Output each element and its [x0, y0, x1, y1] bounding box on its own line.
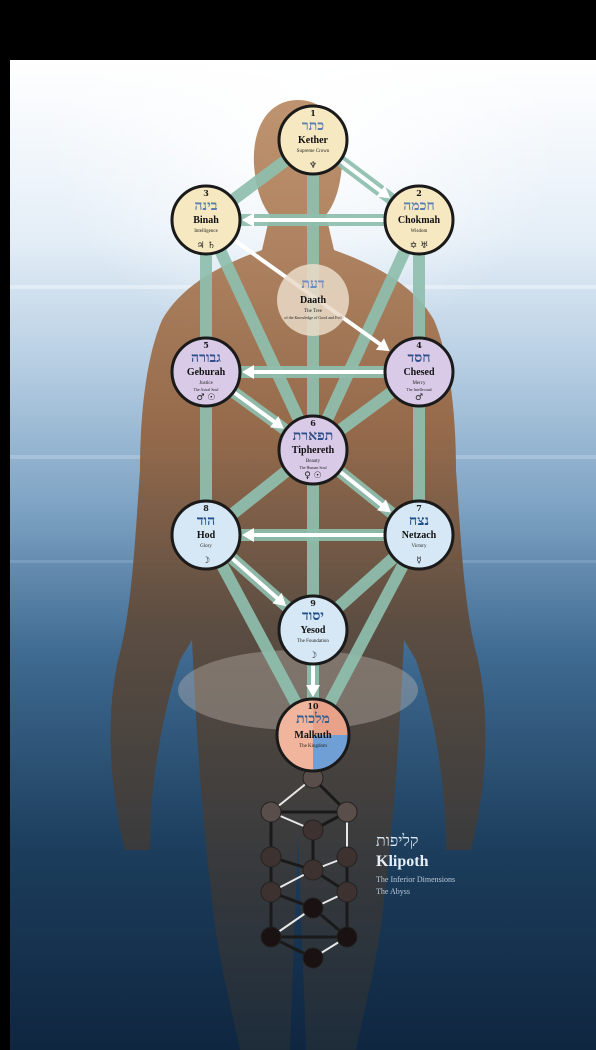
- sephirah-name: Hod: [197, 530, 216, 541]
- klipoth-node: [337, 802, 357, 822]
- klipoth-node: [303, 898, 323, 918]
- sephirah-symbols: ☽: [202, 556, 210, 566]
- sephirah-symbols: ☿: [416, 556, 422, 566]
- sephirah-name: Yesod: [300, 625, 325, 636]
- sephirah-name: Tiphereth: [292, 445, 335, 456]
- klipoth-node: [261, 927, 281, 947]
- klipoth-node: [337, 882, 357, 902]
- sephirah-symbols: ✡ ♅: [410, 241, 428, 251]
- sephirah-subtitle: Justice: [199, 381, 213, 386]
- sephirah-hebrew: תפארת: [293, 428, 334, 444]
- sephirah-name: Chokmah: [398, 215, 441, 226]
- sephirah-subtitle: Supreme Crown: [297, 149, 330, 154]
- sephirah-hebrew: הוד: [197, 513, 215, 529]
- sephirah-symbols: ☽: [309, 651, 317, 661]
- klipoth-node: [261, 882, 281, 902]
- sephirah-name: Binah: [193, 215, 219, 226]
- sephirah-number: 10: [307, 701, 319, 711]
- sephirah-number: 5: [203, 340, 209, 350]
- sephirah-subtitle: The Foundation: [297, 639, 329, 644]
- sephirah-name: Kether: [298, 135, 329, 146]
- klipoth-node: [303, 820, 323, 840]
- sephirah-extra: of the Knowledge of Good and Evil: [284, 315, 342, 320]
- sephirah-name: Malkuth: [294, 730, 332, 741]
- sephirah-hebrew: מלכות: [296, 711, 330, 727]
- sephirah-number: 1: [310, 108, 316, 118]
- sephirah-name: Chesed: [403, 367, 435, 378]
- sephirah-hebrew: יסוד: [302, 608, 324, 624]
- klipoth-node: [303, 948, 323, 968]
- klipoth-node: [303, 860, 323, 880]
- sephirah-extra: The Intellectual: [406, 387, 432, 392]
- sephirah-subtitle: Glory: [200, 544, 212, 549]
- sephirah-name: Daath: [300, 295, 327, 306]
- sephirah-subtitle: Intelligence: [194, 229, 218, 234]
- sephirah-symbols: ♂: [415, 393, 423, 403]
- sephirah-number: 7: [416, 503, 422, 513]
- klipoth-node: [261, 802, 281, 822]
- klipoth-node: [261, 847, 281, 867]
- sephirah-hebrew: דעת: [301, 276, 324, 292]
- klipoth-node: [337, 847, 357, 867]
- sephirah-subtitle: The Kingdom: [299, 744, 327, 749]
- sephirah-number: 9: [310, 598, 316, 608]
- klipoth-subtitle-1: The Inferior Dimensions: [376, 875, 455, 884]
- klipoth-node: [337, 927, 357, 947]
- sephirah-symbols: ♆: [309, 161, 317, 171]
- sephirah-number: 4: [416, 340, 422, 350]
- klipoth-subtitle-2: The Abyss: [376, 887, 410, 896]
- sephirah-subtitle: Mercy: [412, 381, 426, 386]
- sephirah-hebrew: נצח: [409, 513, 429, 529]
- sephirah-hebrew: בינה: [194, 198, 217, 214]
- sephirah-number: 6: [310, 418, 316, 428]
- sephirah-hebrew: חכמה: [403, 198, 434, 214]
- sephirah-extra: The Astral Soul: [193, 387, 219, 392]
- sephirah-name: Geburah: [187, 367, 226, 378]
- sephirah-subtitle: Beauty: [306, 459, 321, 464]
- sephirah-symbols: ♃ ♄: [197, 241, 216, 251]
- sephirah-symbols: ♀ ☉: [304, 471, 322, 481]
- sephirah-hebrew: חסד: [408, 350, 431, 366]
- klipoth-hebrew: קליפות: [376, 831, 418, 850]
- sephirah-subtitle: Victory: [412, 544, 427, 549]
- sephirah-subtitle: The Tree: [304, 309, 323, 314]
- sephirah-name: Netzach: [402, 530, 437, 541]
- sephirah-symbols: ♂ ☉: [197, 393, 216, 403]
- sephirah-hebrew: גבורה: [191, 350, 221, 366]
- sephirah-extra: The Human Soul: [299, 465, 327, 470]
- sephirah-hebrew: כתר: [302, 118, 324, 134]
- sephirah-number: 8: [203, 503, 209, 513]
- sephirah-subtitle: Wisdom: [411, 229, 428, 234]
- klipoth-name: Klipoth: [376, 853, 429, 870]
- sephirah-number: 3: [203, 188, 209, 198]
- sephirah-number: 2: [416, 188, 422, 198]
